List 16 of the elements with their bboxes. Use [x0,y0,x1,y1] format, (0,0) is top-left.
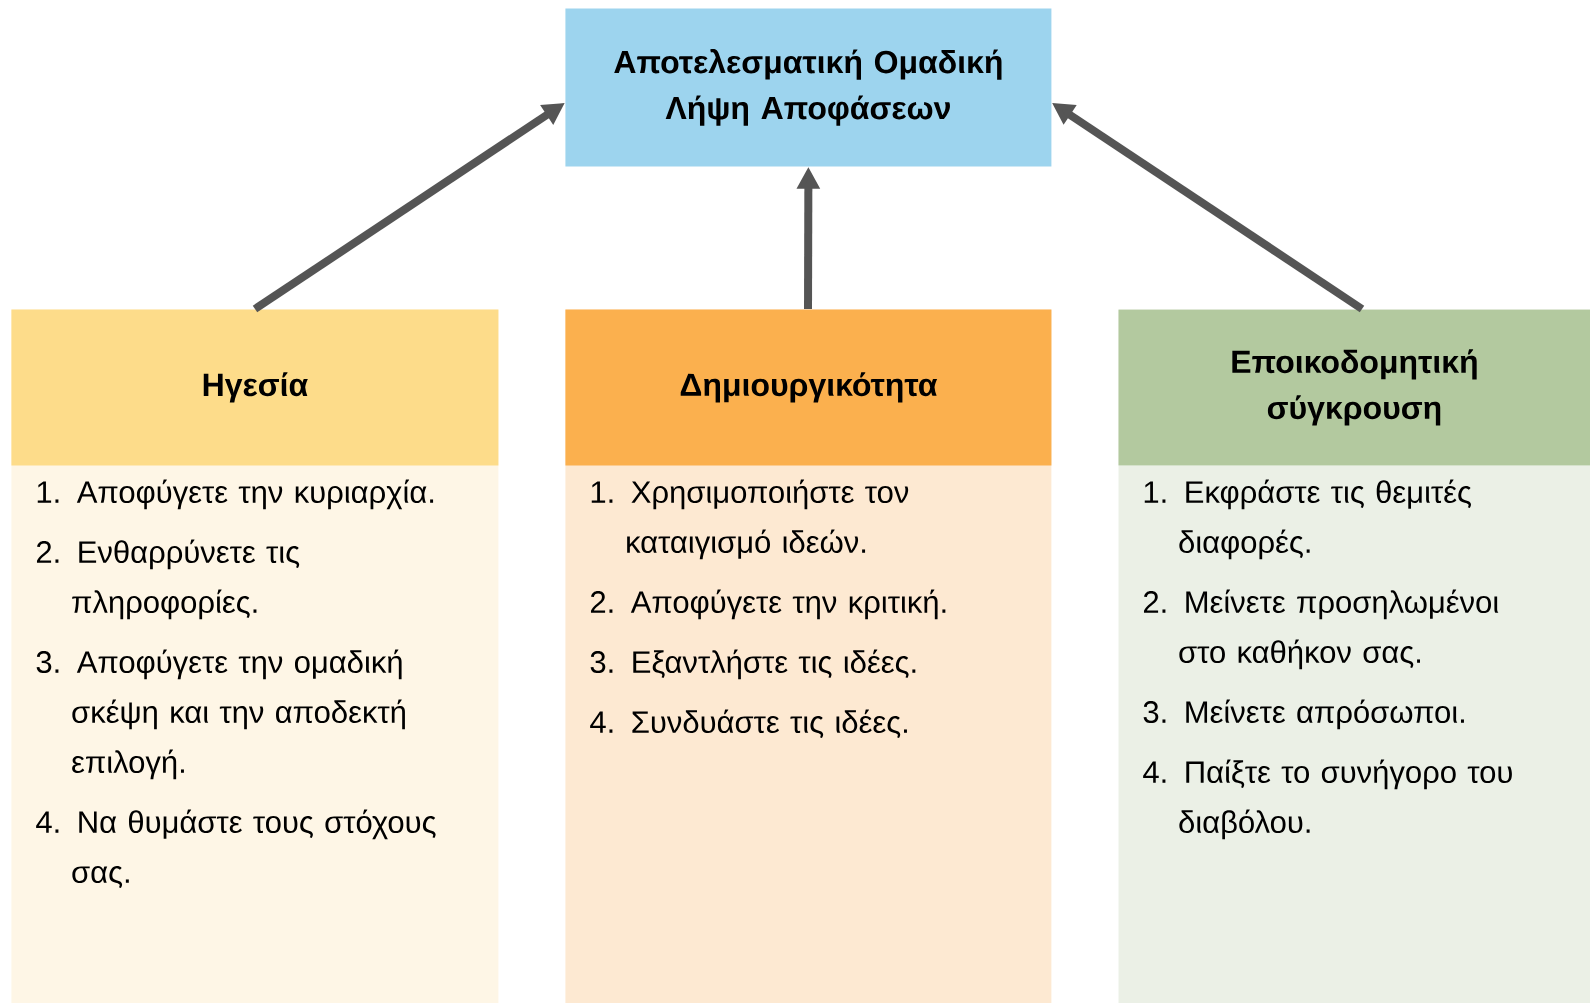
list-item: 4. Να θυμάστε τους στόχους σας. [36,809,436,889]
title-box: Αποτελεσματική Ομαδική Λήψη Αποφάσεων [565,8,1052,167]
column-header: Ηγεσία [11,309,499,466]
column-header: Δημιουργικότητα [565,309,1052,466]
list-item: 4. Παίξτε το συνήγορο του διαβόλου. [1143,759,1512,840]
list-item: 1. Εκφράστε τις θεμιτές διαφορές. [1144,479,1471,560]
list-item: 2. Αποφύγετε την κριτική. [591,589,946,620]
list-item: 3. Μείνετε απρόσωποι. [1143,699,1464,730]
list-item: 4. Συνδυάστε τις ιδέες. [590,709,907,739]
list-item: 2. Μείνετε προσηλωμένοι στο καθήκον σας. [1144,589,1499,670]
column-header: Εποικοδομητική σύγκρουση [1118,309,1590,466]
list-item: 1. Χρησιμοποιήστε τον καταιγισμό ιδεών. [591,479,909,560]
list-item: 3. Εξαντλήστε τις ιδέες. [590,649,916,680]
list-item: 2. Ενθαρρύνετε τις πληροφορίες. [36,539,300,620]
list-item: 3. Αποφύγετε την ομαδική σκέψη και την αποδεκτή επιλογή. [36,649,405,780]
list-item: 1. Αποφύγετε την κυριαρχία. [37,479,434,510]
